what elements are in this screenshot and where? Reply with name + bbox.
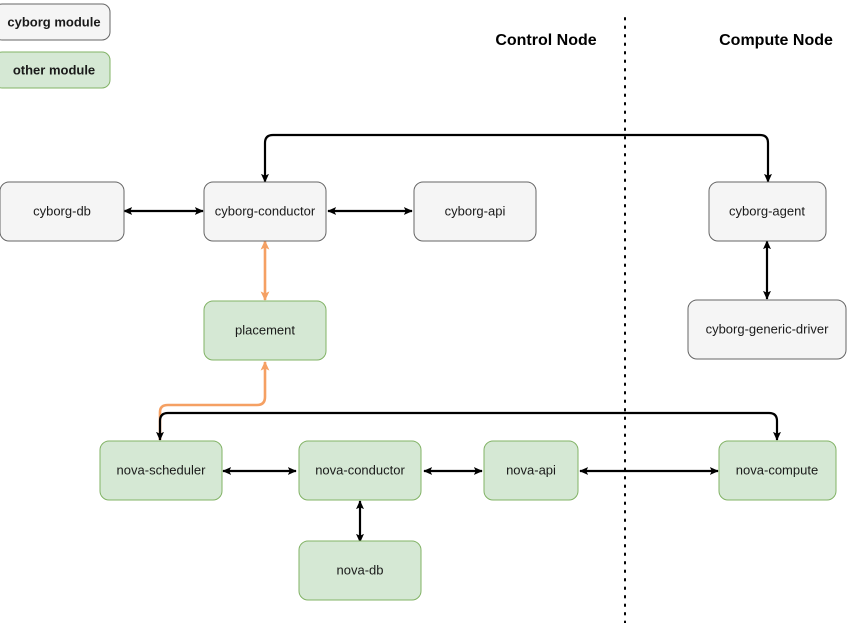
nodes-layer: cyborg-db cyborg-conductor cyborg-api cy… [0,181,847,601]
node-nova-compute[interactable]: nova-compute [718,440,837,501]
node-label-nova-db: nova-db [337,562,384,577]
node-label-placement: placement [235,322,295,337]
node-nova-scheduler[interactable]: nova-scheduler [99,440,223,501]
zone-label-compute-node: Compute Node [719,32,833,49]
edges-layer [123,133,781,543]
node-label-nova-compute: nova-compute [736,462,818,477]
node-nova-api[interactable]: nova-api [483,440,579,501]
node-box-cyborg-api[interactable] [413,181,537,242]
node-placement[interactable]: placement [203,300,327,361]
node-box-cyborg-conductor[interactable] [203,181,327,242]
node-cyborg-api[interactable]: cyborg-api [413,181,537,242]
legend-label-cyborg-module: cyborg module [7,14,100,29]
node-cyborg-generic-driver[interactable]: cyborg-generic-driver [687,299,847,360]
legend: cyborg module other module [0,3,111,89]
node-box-cyborg-db[interactable] [0,181,125,242]
node-label-cyborg-api: cyborg-api [445,203,506,218]
legend-label-other-module: other module [13,62,95,77]
node-box-nova-scheduler[interactable] [99,440,223,501]
node-box-nova-db[interactable] [298,540,422,601]
node-box-cyborg-agent[interactable] [708,181,827,242]
legend-swatch-other-module [0,51,111,89]
zone-label-control-node: Control Node [495,32,596,49]
node-box-nova-conductor[interactable] [298,440,422,501]
node-label-nova-scheduler: nova-scheduler [117,462,207,477]
legend-swatch-cyborg-module [0,3,111,41]
node-label-cyborg-agent: cyborg-agent [729,203,805,218]
node-nova-conductor[interactable]: nova-conductor [298,440,422,501]
node-label-cyborg-generic-driver: cyborg-generic-driver [706,321,829,336]
node-cyborg-agent[interactable]: cyborg-agent [708,181,827,242]
node-nova-db[interactable]: nova-db [298,540,422,601]
legend-item-cyborg-module: cyborg module [0,3,111,41]
node-box-nova-compute[interactable] [718,440,837,501]
legend-item-other-module: other module [0,51,111,89]
edge-nova-scheduler-to-placement [158,361,270,440]
node-cyborg-db[interactable]: cyborg-db [0,181,125,242]
edge-cyborg-conductor-to-cyborg-agent [261,133,772,183]
node-cyborg-conductor[interactable]: cyborg-conductor [203,181,327,242]
edge-nova-scheduler-to-nova-compute [156,411,781,441]
node-box-placement[interactable] [203,300,327,361]
node-label-nova-api: nova-api [506,462,556,477]
node-box-nova-api[interactable] [483,440,579,501]
node-box-cyborg-generic-driver[interactable] [687,299,847,360]
node-label-nova-conductor: nova-conductor [315,462,405,477]
node-label-cyborg-db: cyborg-db [33,203,91,218]
node-label-cyborg-conductor: cyborg-conductor [215,203,316,218]
